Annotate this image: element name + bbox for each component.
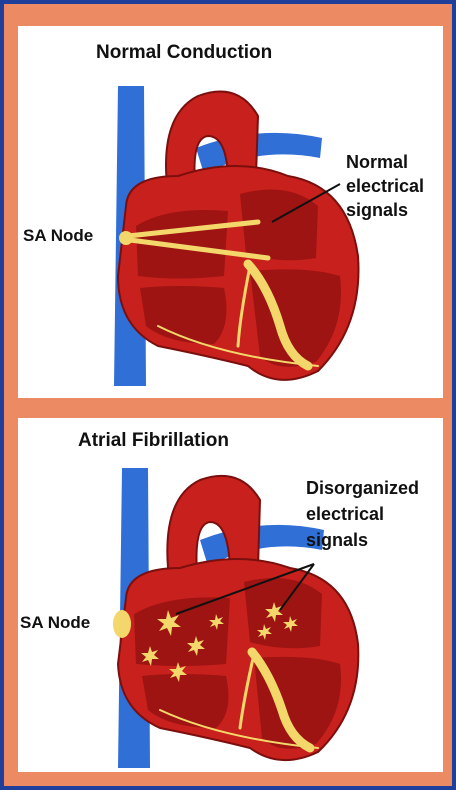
sa-node-label: SA Node [20, 613, 90, 632]
atrial-fibrillation-diagram: Atrial Fibrillation SA Node Disorganized… [18, 418, 443, 772]
signal-label-line-2: electrical [306, 504, 384, 524]
panel-atrial-fibrillation: Atrial Fibrillation SA Node Disorganized… [18, 418, 443, 772]
panel-title: Atrial Fibrillation [78, 430, 229, 451]
sa-node-label: SA Node [23, 226, 93, 245]
signal-label-line-3: signals [346, 200, 408, 220]
signal-label-line-1: Normal [346, 152, 408, 172]
signal-label-line-2: electrical [346, 176, 424, 196]
panel-title: Normal Conduction [96, 42, 272, 63]
sa-node-marker [113, 610, 131, 638]
panel-normal-conduction: Normal Conduction SA Node Normal electri… [18, 26, 443, 398]
signal-label-line-1: Disorganized [306, 478, 419, 498]
sa-node-marker [119, 231, 133, 245]
signal-label-line-3: signals [306, 530, 368, 550]
normal-conduction-diagram: Normal Conduction SA Node Normal electri… [18, 26, 443, 398]
